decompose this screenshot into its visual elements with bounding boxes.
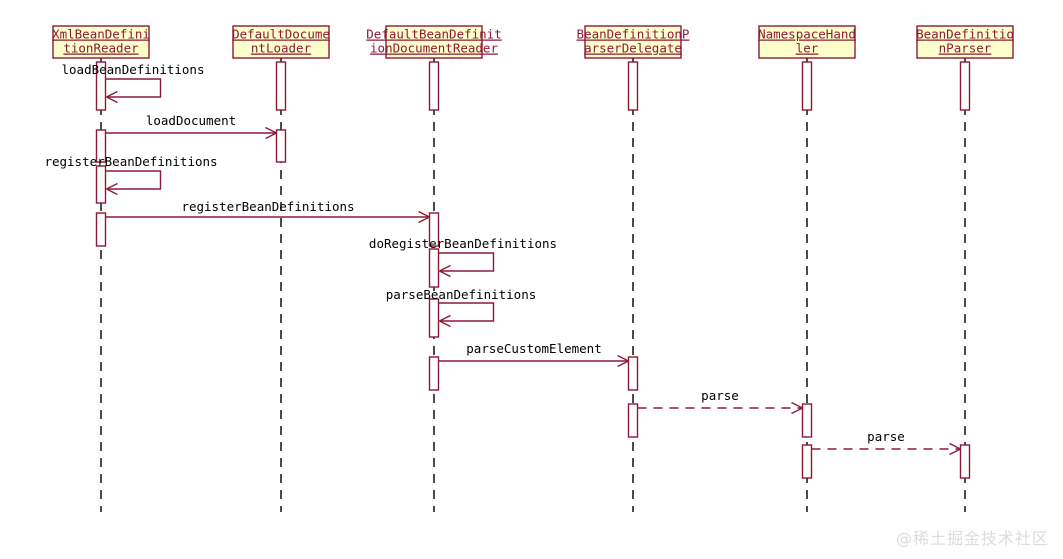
participant-name: tionReader (63, 41, 139, 56)
activation-box (95, 212, 107, 247)
participant-box[interactable] (584, 25, 682, 59)
participant-name: DefaultBeanDefinit (366, 27, 501, 42)
participant-name: ntLoader (251, 41, 312, 56)
participant-box[interactable] (52, 25, 150, 59)
activation-box (428, 248, 440, 288)
message-label: parse (867, 429, 905, 444)
activation-box (801, 403, 813, 438)
message-label: loadBeanDefinitions (62, 62, 205, 77)
activation-box (801, 61, 813, 111)
message-m7: parseCustomElement (438, 341, 629, 368)
activation-box (275, 61, 287, 111)
arrow-head-icon (418, 210, 430, 224)
message-m6: parseBeanDefinitions (386, 287, 537, 328)
activation-box (627, 403, 639, 438)
activation-box (428, 61, 440, 111)
message-m2: loadDocument (105, 113, 277, 140)
message-label: parseBeanDefinitions (386, 287, 537, 302)
participant-name: BeanDefinitionP (577, 27, 690, 42)
arrow-head-icon (106, 182, 118, 196)
participant-box[interactable] (758, 25, 856, 59)
activation-box (95, 165, 107, 204)
participant-box[interactable] (232, 25, 330, 59)
message-label: parse (701, 388, 739, 403)
message-label: loadDocument (146, 113, 236, 128)
participant-name: DefaultDocume (232, 27, 330, 42)
participant-name: ler (796, 41, 819, 56)
arrow-head-icon (949, 442, 961, 456)
activation-box (627, 61, 639, 111)
message-m9: parse (811, 429, 961, 456)
participant-name: BeanDefinitio (916, 27, 1014, 42)
participant-name: XmlBeanDefini (52, 27, 150, 42)
activation-box (95, 129, 107, 163)
activation-box (275, 129, 287, 163)
activation-box (95, 61, 107, 111)
participant-box[interactable] (385, 25, 483, 59)
activation-box (959, 444, 971, 479)
message-label: registerBeanDefinitions (181, 199, 354, 214)
arrow-head-icon (791, 401, 803, 415)
arrow-head-icon (265, 126, 277, 140)
participant-box[interactable] (916, 25, 1014, 59)
message-m8: parse (637, 388, 803, 415)
participant-name: ionDocumentReader (370, 41, 498, 56)
message-m4: registerBeanDefinitions (105, 199, 430, 224)
arrow-head-icon (106, 90, 118, 104)
activation-box (801, 444, 813, 479)
message-m5: doRegisterBeanDefinitions (369, 236, 557, 278)
activation-box (428, 356, 440, 391)
arrow-head-icon (439, 264, 451, 278)
message-m3: registerBeanDefinitions (44, 154, 218, 196)
message-label: registerBeanDefinitions (44, 154, 217, 169)
arrow-head-icon (617, 354, 629, 368)
activations-layer (95, 61, 971, 479)
activation-box (959, 61, 971, 111)
arrow-head-icon (439, 314, 451, 328)
message-label: parseCustomElement (466, 341, 601, 356)
participant-name: nParser (939, 41, 992, 56)
participant-name: NamespaceHand (758, 27, 856, 42)
activation-box (627, 356, 639, 391)
participant-name: arserDelegate (584, 41, 682, 56)
message-label: doRegisterBeanDefinitions (369, 236, 557, 251)
activation-box (428, 298, 440, 338)
activation-box (428, 212, 440, 247)
message-m1: loadBeanDefinitions (62, 62, 205, 104)
messages-layer: loadBeanDefinitions loadDocument registerB… (44, 62, 961, 456)
watermark: @稀土掘金技术社区 (895, 529, 1049, 548)
